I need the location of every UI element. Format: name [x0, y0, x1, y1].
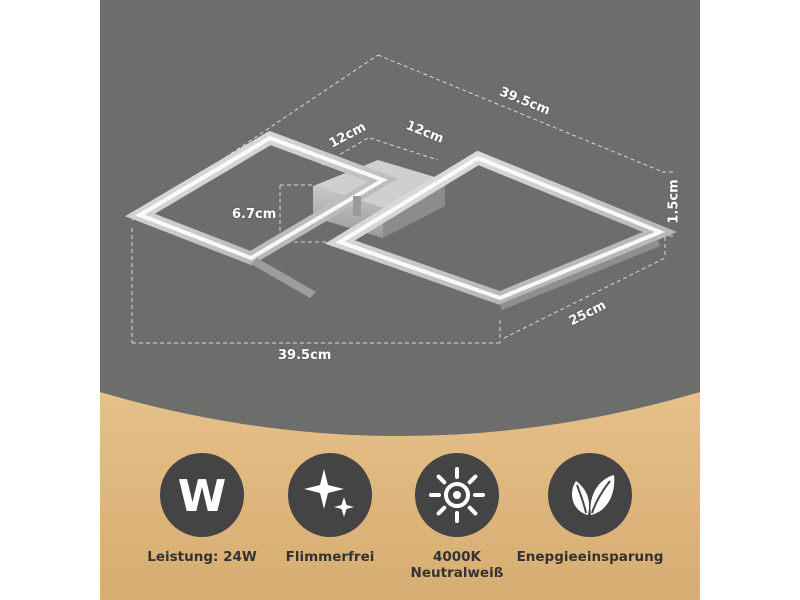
feature-label: Leistung: 24W	[147, 549, 257, 565]
feature-label: 4000K Neutralweiß	[410, 549, 504, 581]
svg-text:W: W	[178, 471, 227, 522]
badge-circle	[415, 453, 499, 537]
dim-bottom-width: 39.5cm	[278, 348, 332, 363]
feature-label: Flimmerfrei	[285, 549, 375, 565]
badge-circle	[548, 453, 632, 537]
badge-circle: W	[160, 453, 244, 537]
lamp-drawing	[125, 54, 678, 344]
w-letter-icon: W	[178, 471, 227, 522]
right-frame	[324, 150, 678, 310]
warm-background	[100, 392, 700, 600]
dim-height-box: 6.7cm	[232, 207, 277, 222]
feature-label: Enepgieeinsparung	[516, 549, 664, 565]
product-panel: 39.5cm 12cm 12cm 6.7cm 1.5cm 25cm 39.5cm…	[100, 0, 700, 600]
dim-thickness: 1.5cm	[666, 179, 682, 224]
sparkle-icon	[304, 469, 354, 517]
leaf-icon	[572, 475, 615, 515]
sun-icon	[429, 467, 485, 523]
left-frame	[125, 130, 399, 298]
badge-circle	[288, 453, 372, 537]
